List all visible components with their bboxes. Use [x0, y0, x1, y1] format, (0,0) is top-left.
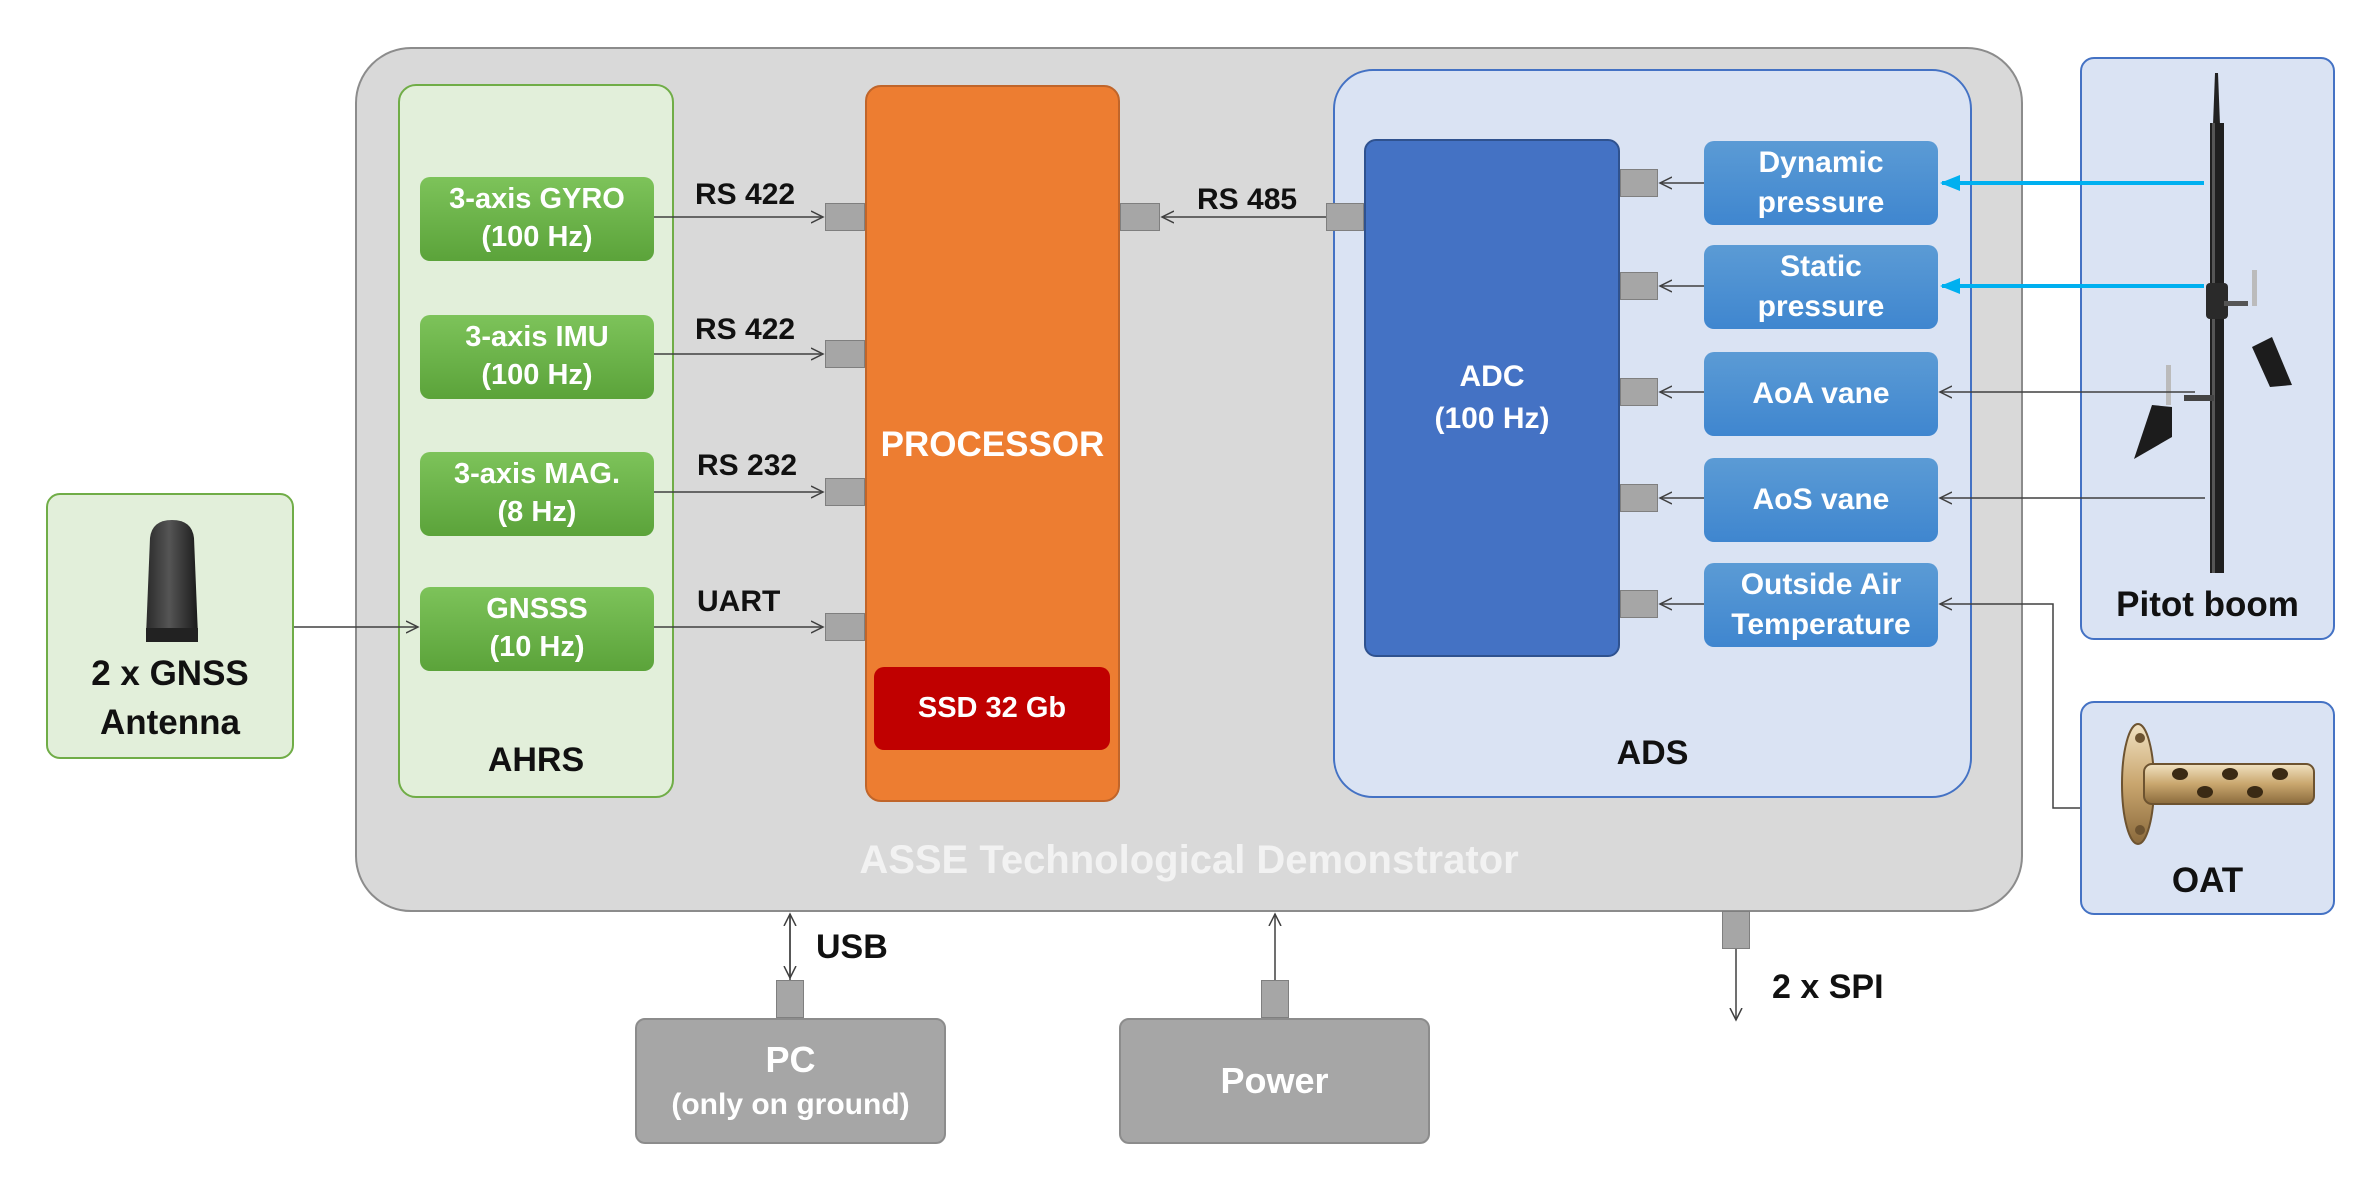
link-label-adc: RS 485 — [1197, 183, 1298, 216]
link-label-gnss: UART — [697, 585, 781, 618]
processor-port-mag — [825, 478, 865, 506]
gnss-antenna-label: 2 x GNSS Antenna — [46, 648, 294, 748]
gnss-antenna-line2: Antenna — [99, 703, 240, 742]
imu-sensor: 3-axis IMU (100 Hz) — [420, 315, 654, 399]
processor-port-gyro — [825, 203, 865, 231]
imu-sensor-name: 3-axis IMU — [465, 321, 609, 354]
oat-input-line1: Outside Air — [1740, 567, 1902, 601]
adc-block: ADC (100 Hz) — [1364, 139, 1620, 657]
aoa-vane-input: AoA vane — [1704, 352, 1938, 436]
gnss-sensor-rate: (10 Hz) — [489, 631, 585, 663]
link-label-imu: RS 422 — [695, 313, 796, 346]
gyro-sensor: 3-axis GYRO (100 Hz) — [420, 177, 654, 261]
gnss-antenna-line1: 2 x GNSS — [91, 654, 249, 693]
static-pressure-line2: pressure — [1757, 290, 1885, 323]
adc-name: ADC — [1459, 360, 1525, 393]
mag-sensor: 3-axis MAG. (8 Hz) — [420, 452, 654, 536]
power-block: Power — [1119, 1018, 1430, 1144]
adc-rate: (100 Hz) — [1434, 402, 1550, 435]
ahrs-label: AHRS — [487, 740, 585, 779]
ads-label: ADS — [1616, 733, 1689, 772]
adc-port-static — [1620, 272, 1658, 300]
static-pressure-line1: Static — [1780, 249, 1862, 283]
aos-vane-input: AoS vane — [1704, 458, 1938, 542]
adc-port-dynamic — [1620, 169, 1658, 197]
adc-port-processor — [1326, 203, 1364, 231]
pc-note: (only on ground) — [671, 1088, 910, 1122]
imu-sensor-rate: (100 Hz) — [481, 359, 593, 391]
pitot-boom-group — [2080, 57, 2335, 640]
spi-port — [1722, 911, 1750, 949]
processor-port-adc — [1120, 203, 1160, 231]
dynamic-pressure-input: Dynamic pressure — [1704, 141, 1938, 225]
adc-port-oat — [1620, 590, 1658, 618]
link-label-mag: RS 232 — [697, 449, 798, 482]
pitot-boom-label: Pitot boom — [2116, 585, 2299, 624]
oat-probe-icon — [2121, 723, 2315, 845]
pc-port — [776, 980, 804, 1018]
dynamic-pressure-line2: pressure — [1757, 186, 1885, 219]
gyro-sensor-name: 3-axis GYRO — [449, 183, 625, 216]
oat-input: Outside Air Temperature — [1704, 563, 1938, 647]
adc-port-aos — [1620, 484, 1658, 512]
demonstrator-title: ASSE Technological Demonstrator — [859, 837, 1519, 882]
oat-label: OAT — [2171, 861, 2244, 900]
dynamic-pressure-line1: Dynamic — [1758, 145, 1884, 179]
processor-port-imu — [825, 340, 865, 368]
gnss-sensor-name: GNSSS — [486, 593, 588, 626]
processor-label: PROCESSOR — [880, 425, 1105, 464]
aos-vane-label: AoS vane — [1752, 482, 1890, 516]
ssd-block: SSD 32 Gb — [874, 667, 1110, 750]
mag-sensor-name: 3-axis MAG. — [454, 458, 620, 491]
static-pressure-input: Static pressure — [1704, 245, 1938, 329]
gnss-antenna-icon — [146, 520, 198, 642]
mag-sensor-rate: (8 Hz) — [497, 496, 577, 528]
pc-name: PC — [765, 1039, 816, 1081]
pc-block: PC (only on ground) — [635, 1018, 946, 1144]
oat-input-line2: Temperature — [1731, 608, 1911, 641]
spi-label: 2 x SPI — [1772, 968, 1884, 1006]
usb-label: USB — [816, 928, 888, 966]
processor-port-gnss — [825, 613, 865, 641]
power-port — [1261, 980, 1289, 1018]
gnss-sensor: GNSSS (10 Hz) — [420, 587, 654, 671]
aoa-vane-label: AoA vane — [1752, 376, 1890, 410]
pitot-boom-icon — [2134, 73, 2292, 573]
link-label-gyro: RS 422 — [695, 178, 796, 211]
adc-port-aoa — [1620, 378, 1658, 406]
gyro-sensor-rate: (100 Hz) — [481, 221, 593, 253]
